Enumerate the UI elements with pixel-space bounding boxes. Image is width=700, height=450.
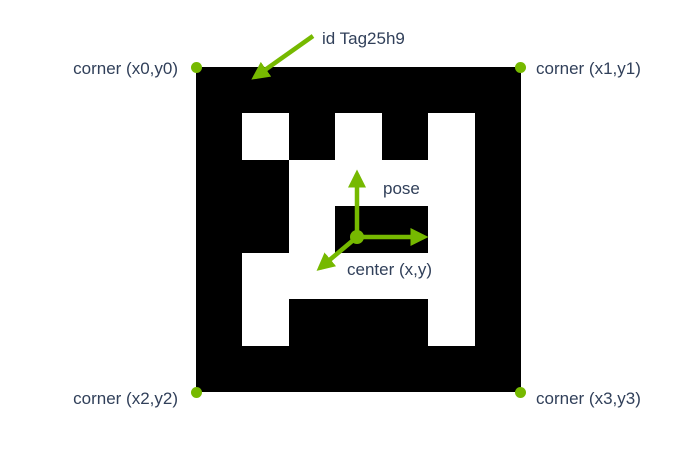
- tag-cell: [242, 67, 289, 114]
- tag-cell: [288, 252, 336, 300]
- tag-cell: [288, 113, 336, 160]
- tag-cell: [428, 252, 475, 300]
- tag-cell: [381, 345, 429, 392]
- tag-cell: [242, 299, 289, 346]
- tag-cell: [196, 67, 243, 114]
- tag-cell: [335, 67, 382, 114]
- tag-cell: [474, 299, 521, 346]
- tag-cell: [242, 345, 289, 392]
- tag-id-label: id Tag25h9: [322, 29, 405, 48]
- corner-dot-x0y0: [191, 62, 202, 73]
- tag-cell: [335, 345, 382, 392]
- tag-cell: [381, 206, 429, 253]
- tag-cell: [196, 206, 243, 253]
- tag-cell: [428, 67, 475, 114]
- tag-cell: [428, 345, 475, 392]
- corner-label-x2y2: corner (x2,y2): [73, 389, 178, 408]
- tag-cell: [288, 159, 336, 207]
- tag-cell: [474, 67, 521, 114]
- tag-cell: [288, 345, 336, 392]
- tag-cell: [381, 67, 429, 114]
- corner-label-x3y3: corner (x3,y3): [536, 389, 641, 408]
- center-label: center (x,y): [347, 260, 433, 279]
- corner-label-x1y1: corner (x1,y1): [536, 59, 641, 78]
- tag-cell: [242, 252, 289, 300]
- tag-cell: [428, 299, 475, 346]
- tag-cell: [242, 159, 289, 207]
- tag-cell: [335, 159, 382, 207]
- tag-cell: [474, 159, 521, 207]
- corner-label-x0y0: corner (x0,y0): [73, 59, 178, 78]
- tag-cell: [474, 206, 521, 253]
- tag-cell: [335, 206, 382, 253]
- tag-cell: [428, 113, 475, 160]
- tag-cell: [381, 113, 429, 160]
- tag-cell: [288, 299, 336, 346]
- tag-cell: [474, 345, 521, 392]
- tag-cell: [196, 299, 243, 346]
- tag-cell: [335, 113, 382, 160]
- tag-cell: [196, 159, 243, 207]
- tag-cell: [196, 113, 243, 160]
- tag-cell: [335, 299, 382, 346]
- corner-dot-x1y1: [515, 62, 526, 73]
- tag-cell: [474, 252, 521, 300]
- tag-cell: [288, 206, 336, 253]
- corner-dot-x2y2: [191, 387, 202, 398]
- tag-cell: [196, 252, 243, 300]
- tag-cell: [288, 67, 336, 114]
- tag-cell: [242, 206, 289, 253]
- tag-cell: [242, 113, 289, 160]
- pose-label: pose: [383, 179, 420, 198]
- tag-cell: [428, 206, 475, 253]
- tag-cell: [381, 159, 429, 207]
- tag-cell: [474, 113, 521, 160]
- corner-dot-x3y3: [515, 387, 526, 398]
- tag-cell: [381, 299, 429, 346]
- apriltag-marker: [196, 67, 521, 392]
- tag-cell: [381, 252, 429, 300]
- tag-cell: [428, 159, 475, 207]
- tag-cell: [196, 345, 243, 392]
